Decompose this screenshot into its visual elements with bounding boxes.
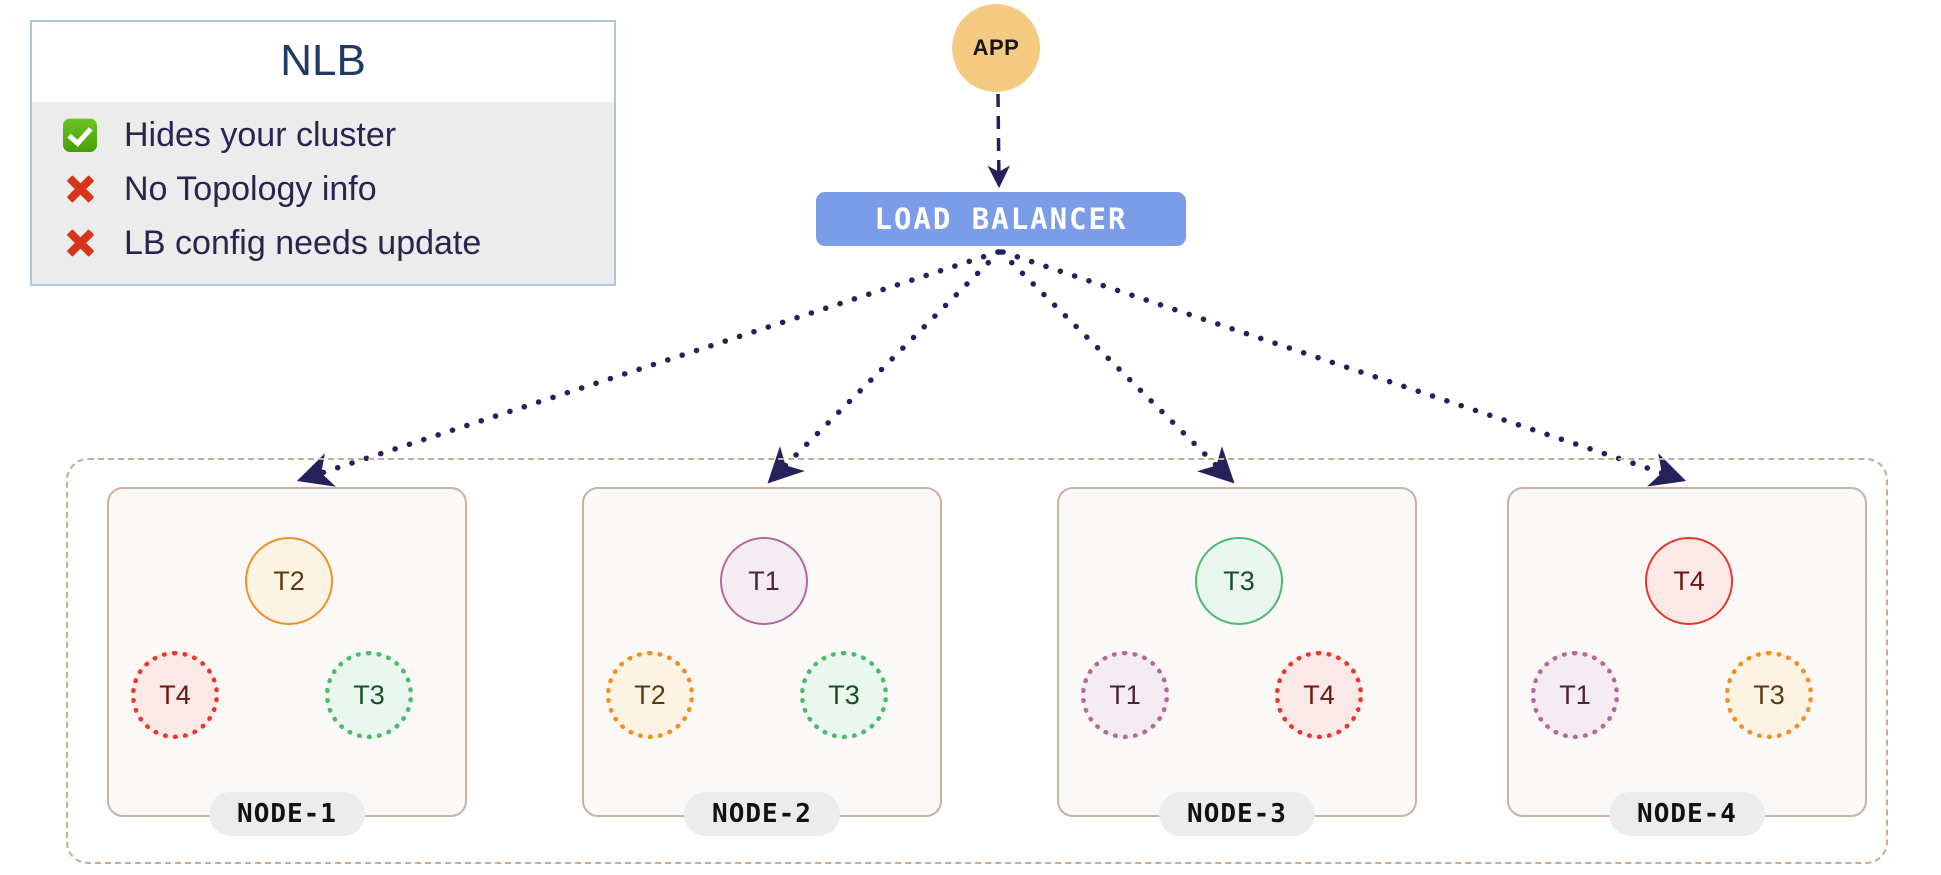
nlb-item-2: LB config needs update [32,216,614,270]
task-replica: T4 [1275,651,1363,739]
edge-lb-to-node-3 [998,249,1235,484]
nlb-legend-panel: NLB Hides your cluster No Topology info … [30,20,616,287]
nlb-item-list: Hides your cluster No Topology info LB c… [32,102,614,285]
cross-icon [54,172,106,206]
task-primary: T3 [1195,537,1283,625]
edge-lb-to-node-2 [767,249,1002,484]
node-label: NODE-4 [1609,792,1765,836]
task-replica: T3 [1725,651,1813,739]
task-primary: T1 [720,537,808,625]
task-replica: T3 [325,651,413,739]
load-balancer-box: LOAD BALANCER [816,192,1186,246]
nlb-item-1: No Topology info [32,162,614,216]
node-box: T2 T4 T3 NODE-1 [107,487,467,836]
nlb-item-label: Hides your cluster [124,115,397,154]
node-label: NODE-3 [1159,792,1315,836]
edge-app-to-lb [987,93,1011,189]
task-replica: T4 [131,651,219,739]
task-primary: T4 [1645,537,1733,625]
check-icon [54,118,106,153]
nlb-title: NLB [32,22,614,103]
node-label: NODE-1 [209,792,365,836]
edge-lb-to-node-4 [1000,249,1687,487]
task-replica: T2 [606,651,694,739]
node-label: NODE-2 [684,792,840,836]
app-node: APP [952,4,1040,92]
nlb-item-label: LB config needs update [124,223,482,262]
cross-icon [54,226,106,260]
node-box: T4 T1 T3 NODE-4 [1507,487,1867,836]
nlb-item-label: No Topology info [124,169,377,208]
node-box: T3 T1 T4 NODE-3 [1057,487,1417,836]
nlb-item-0: Hides your cluster [32,108,614,162]
task-replica: T1 [1531,651,1619,739]
task-replica: T3 [800,651,888,739]
cluster-boundary [66,458,1888,864]
task-primary: T2 [245,537,333,625]
node-box: T1 T2 T3 NODE-2 [582,487,942,836]
task-replica: T1 [1081,651,1169,739]
